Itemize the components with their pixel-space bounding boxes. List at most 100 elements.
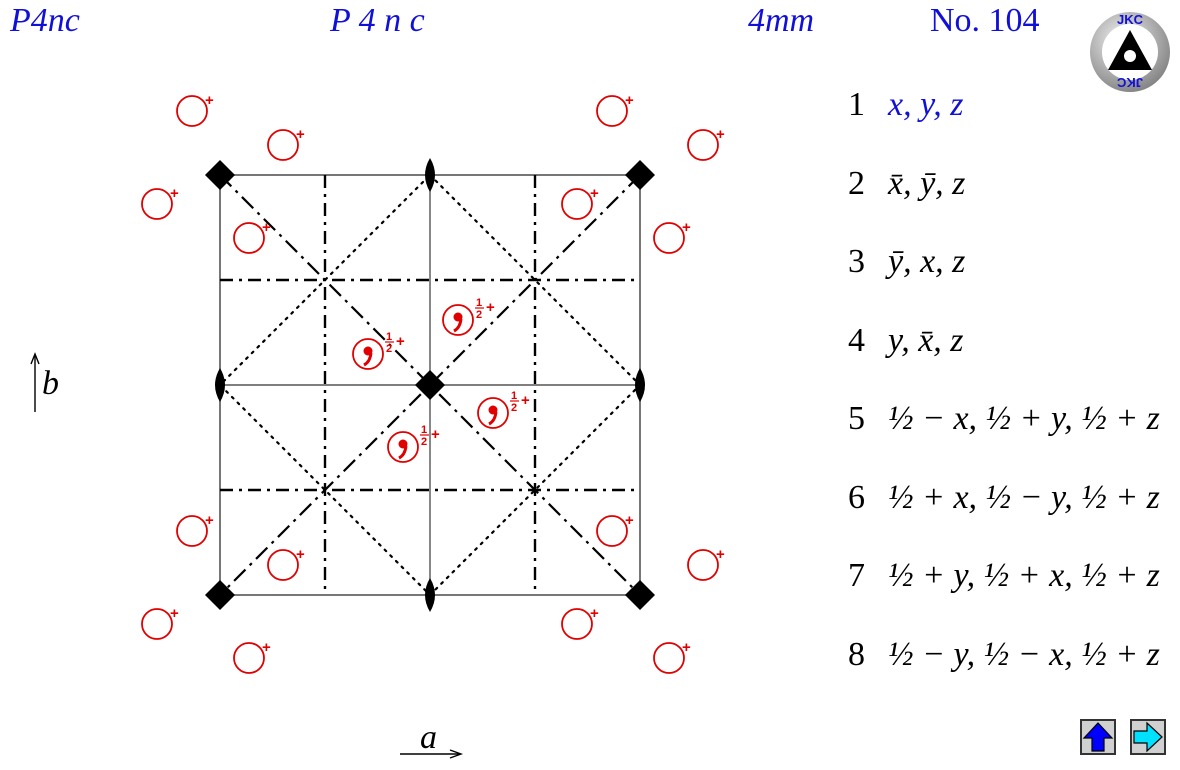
right-arrow-icon bbox=[1133, 721, 1163, 753]
half-marker-den: 2 bbox=[386, 343, 392, 355]
coordinate-index: 8 bbox=[848, 635, 865, 673]
half-plus-marker: + bbox=[396, 333, 405, 350]
diagonal-glide-1 bbox=[219, 174, 641, 596]
coordinate-text: ȳ, x, z bbox=[888, 243, 966, 280]
position-circle-plus bbox=[267, 129, 299, 161]
plus-marker: + bbox=[205, 92, 214, 109]
position-circle-plus bbox=[653, 222, 685, 254]
diagonal-glide-2 bbox=[219, 174, 641, 596]
plus-marker: + bbox=[716, 546, 725, 563]
position-circle-plus bbox=[687, 549, 719, 581]
space-group-diagram: ++++++++++++++++ 12+12+12+12+ b a bbox=[30, 92, 725, 759]
plus-marker: + bbox=[682, 639, 691, 656]
half-marker-num: 1 bbox=[511, 390, 517, 402]
twofold-axis-icon bbox=[425, 158, 435, 192]
position-circle-plus bbox=[653, 642, 685, 674]
b-axis-label: b bbox=[42, 365, 59, 402]
fourfold-axis-icon bbox=[205, 160, 235, 190]
position-circle-plus bbox=[596, 95, 628, 127]
half-marker-num: 1 bbox=[476, 297, 482, 309]
half-marker-den: 2 bbox=[511, 402, 517, 414]
full-symbol: P 4 n c bbox=[330, 2, 425, 39]
general-positions-plus: + + + + + + + + + + + + + + + + bbox=[141, 92, 725, 674]
coordinate-text: x̄, ȳ, z bbox=[888, 164, 966, 202]
position-circle-plus bbox=[233, 642, 265, 674]
position-circle-plus bbox=[561, 188, 593, 220]
plus-marker: + bbox=[296, 546, 305, 563]
general-positions-half: 12+12+12+12+ bbox=[352, 297, 530, 463]
short-symbol: P4nc bbox=[10, 2, 80, 39]
coordinate-index: 1 bbox=[848, 86, 865, 123]
position-circle-plus bbox=[141, 608, 173, 640]
position-circle-plus bbox=[561, 608, 593, 640]
fourfold-axis-icon bbox=[205, 580, 235, 610]
half-marker-den: 2 bbox=[476, 309, 482, 321]
twofold-axis-icon bbox=[215, 368, 225, 402]
coordinate-row: 8 ½ − y, ½ − x, ½ + z bbox=[848, 636, 1178, 715]
position-circle-comma bbox=[352, 338, 384, 370]
position-circle-plus bbox=[596, 515, 628, 547]
up-arrow-icon bbox=[1082, 722, 1114, 752]
plus-marker: + bbox=[170, 605, 179, 622]
up-button[interactable] bbox=[1080, 719, 1116, 755]
coordinate-text: ½ − y, ½ − x, ½ + z bbox=[888, 635, 1160, 673]
position-circle-plus bbox=[267, 549, 299, 581]
plus-marker: + bbox=[296, 126, 305, 143]
coordinate-index: 3 bbox=[848, 243, 865, 280]
a-axis-label: a bbox=[420, 719, 437, 756]
coordinate-row: 7 ½ + y, ½ + x, ½ + z bbox=[848, 557, 1178, 636]
position-circle-comma bbox=[442, 304, 474, 336]
coordinate-text: y, x̄, z bbox=[888, 321, 964, 359]
half-marker-den: 2 bbox=[421, 436, 427, 448]
plus-marker: + bbox=[625, 512, 634, 529]
coordinate-index: 4 bbox=[848, 321, 865, 359]
fourfold-axis-icon bbox=[625, 160, 655, 190]
coordinate-index: 6 bbox=[848, 478, 865, 516]
position-circle-plus bbox=[176, 95, 208, 127]
twofold-axis-icon bbox=[635, 368, 645, 402]
coordinate-text: ½ + x, ½ − y, ½ + z bbox=[888, 478, 1160, 516]
fourfold-axis-icon bbox=[415, 370, 445, 400]
plus-marker: + bbox=[262, 219, 271, 236]
plus-marker: + bbox=[262, 639, 271, 656]
half-marker-num: 1 bbox=[386, 331, 392, 343]
coordinate-index: 7 bbox=[848, 557, 865, 594]
coordinate-text: x, y, z bbox=[888, 86, 964, 123]
half-plus-marker: + bbox=[486, 299, 495, 316]
coordinate-index: 5 bbox=[848, 400, 865, 437]
coordinate-index: 2 bbox=[848, 164, 865, 202]
space-group-number: No. 104 bbox=[930, 2, 1040, 39]
coordinate-row: 5 ½ − x, ½ + y, ½ + z bbox=[848, 400, 1178, 479]
comma-tail bbox=[398, 445, 408, 460]
logo-text-top: JKC bbox=[1117, 12, 1144, 27]
coordinate-row: 4 y, x̄, z bbox=[848, 322, 1178, 401]
coordinate-text: ½ + y, ½ + x, ½ + z bbox=[888, 557, 1160, 594]
comma-tail bbox=[488, 411, 498, 426]
a-axis-arrowhead bbox=[449, 749, 464, 759]
b-axis-arrowhead bbox=[30, 352, 40, 365]
coordinate-text: ½ − x, ½ + y, ½ + z bbox=[888, 400, 1160, 437]
fourfold-axis-icon bbox=[625, 580, 655, 610]
coordinate-row: 2 x̄, ȳ, z bbox=[848, 165, 1178, 244]
glide-planes-diagonal bbox=[219, 174, 641, 596]
fourfold-axes bbox=[205, 160, 655, 610]
comma-tail bbox=[363, 352, 373, 367]
half-marker-num: 1 bbox=[421, 424, 427, 436]
half-plus-marker: + bbox=[521, 392, 530, 409]
coordinate-row: 3 ȳ, x, z bbox=[848, 243, 1178, 322]
twofold-axes bbox=[215, 158, 645, 612]
position-circle-comma bbox=[477, 397, 509, 429]
position-circle-comma bbox=[387, 431, 419, 463]
comma-tail bbox=[453, 318, 463, 333]
plus-marker: + bbox=[682, 219, 691, 236]
half-plus-marker: + bbox=[431, 426, 440, 443]
plus-marker: + bbox=[716, 126, 725, 143]
plus-marker: + bbox=[590, 185, 599, 202]
coordinates-list: 1 x, y, z 2 x̄, ȳ, z 3 ȳ, x, z 4 y, x̄, … bbox=[848, 86, 1178, 714]
twofold-axis-icon bbox=[425, 578, 435, 612]
plus-marker: + bbox=[625, 92, 634, 109]
jkc-logo[interactable]: JKC JKC bbox=[1088, 10, 1172, 94]
position-circle-plus bbox=[233, 222, 265, 254]
next-button[interactable] bbox=[1130, 719, 1166, 755]
plus-marker: + bbox=[170, 185, 179, 202]
